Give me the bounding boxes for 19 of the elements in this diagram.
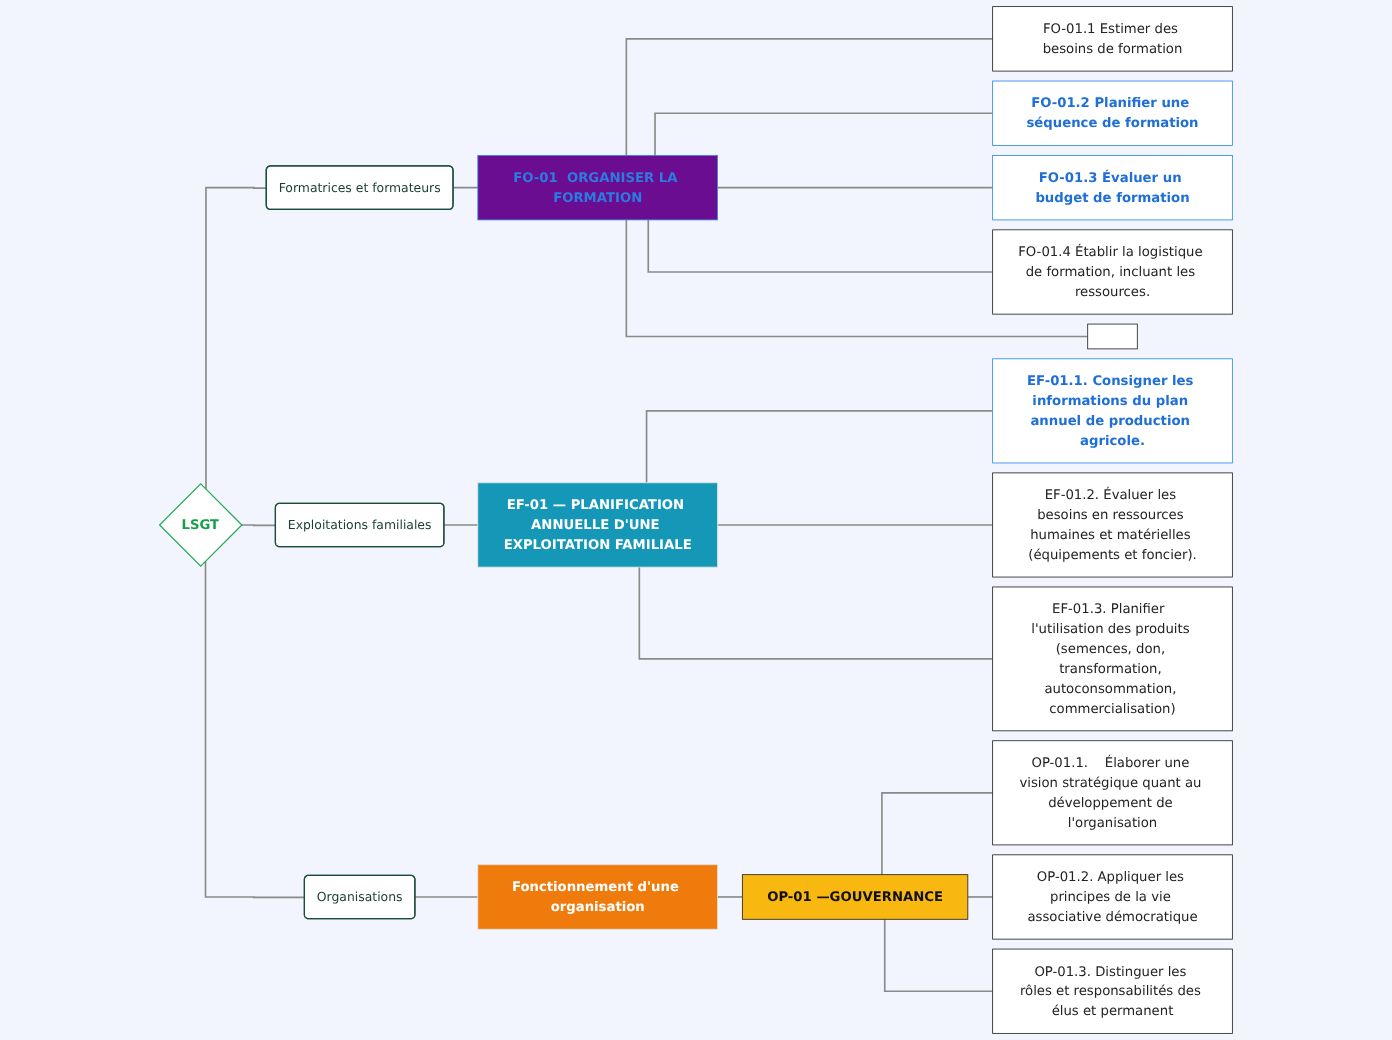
connector (716, 186, 994, 189)
connector (625, 219, 1089, 338)
connector (625, 38, 994, 157)
connector (647, 219, 994, 273)
connector (452, 186, 479, 189)
connector (967, 896, 994, 898)
connector (883, 918, 994, 993)
connector (414, 896, 479, 899)
connector (716, 524, 994, 526)
connector (204, 560, 306, 899)
connector (443, 524, 479, 527)
connector (645, 410, 994, 484)
connector (240, 524, 277, 527)
connector (638, 566, 994, 660)
connector (654, 112, 994, 157)
node-box (1087, 323, 1138, 350)
connector (716, 896, 744, 898)
connector (205, 186, 268, 491)
connector (881, 792, 994, 876)
